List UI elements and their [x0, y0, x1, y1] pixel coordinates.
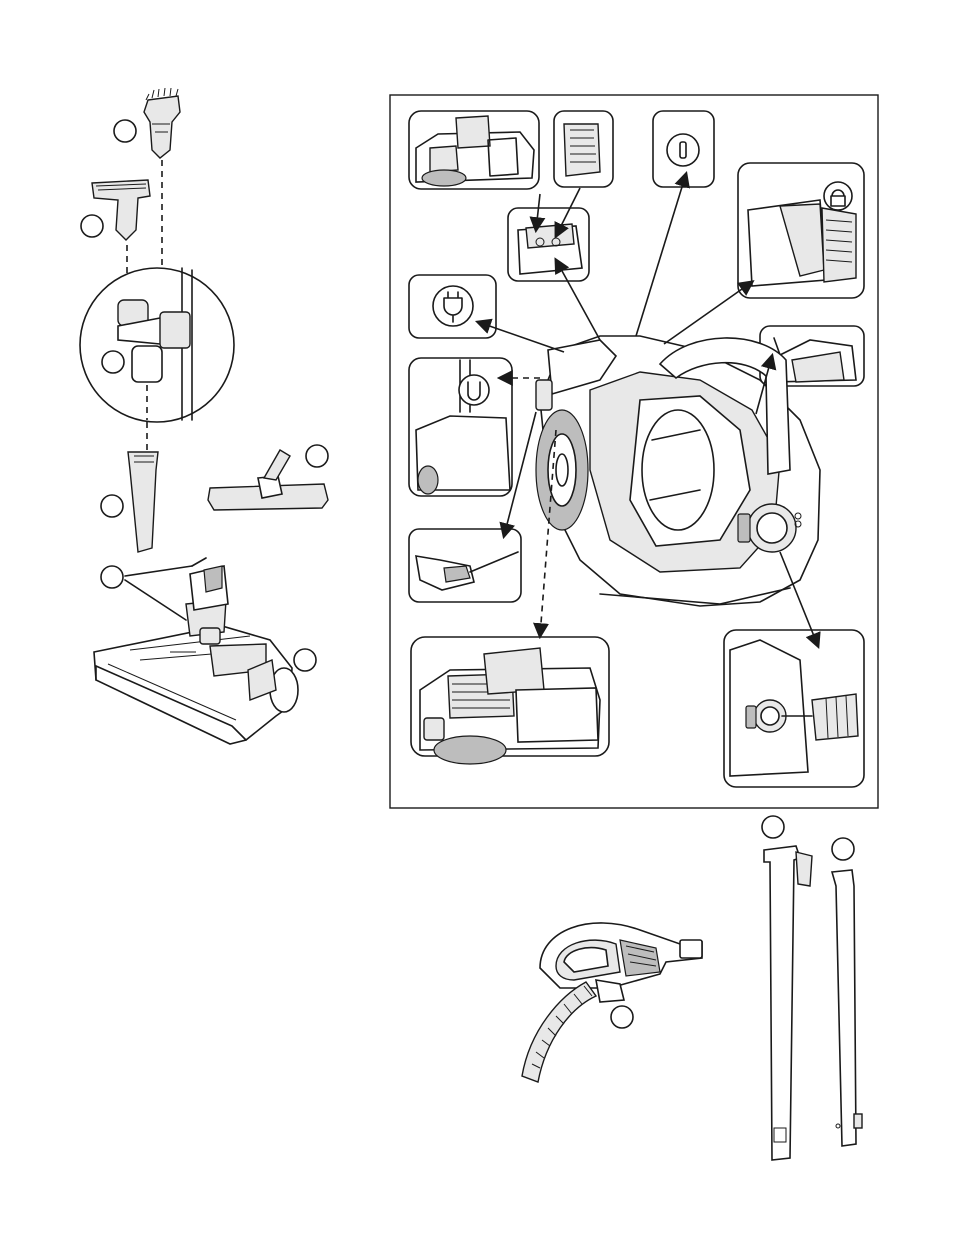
wand-lower [832, 870, 862, 1146]
tool-clip-detail [80, 268, 234, 422]
inset-switch-symbol [653, 111, 714, 187]
inset-hepa-filter [554, 111, 613, 187]
inset-dust-cup [411, 637, 609, 764]
inset-power-symbol [409, 275, 496, 338]
inset-filter-compartment [409, 111, 539, 189]
callout-upholstery-tool [81, 215, 103, 237]
crevice-tool [128, 452, 158, 552]
callout-power-nozzle-neck [101, 566, 123, 588]
inset-exhaust-filter [738, 163, 864, 298]
inset-filter-indicator [508, 208, 589, 281]
callout-wand-lower [832, 838, 854, 860]
inset-hose-connection [724, 630, 864, 787]
canister-vacuum [536, 336, 820, 606]
inset-cord-pull [409, 529, 521, 602]
callout-power-nozzle [294, 649, 316, 671]
callout-floor-tool [306, 445, 328, 467]
inset-cord-rewind [409, 358, 512, 496]
dusting-brush [144, 88, 180, 158]
callout-dusting-brush [114, 120, 136, 142]
power-nozzle [94, 566, 298, 744]
leader-power-nozzle-neck [125, 566, 192, 620]
callout-crevice-tool [101, 495, 123, 517]
callout-wand-upper [762, 816, 784, 838]
wand-upper [764, 846, 812, 1160]
callout-tool-clip [102, 351, 124, 373]
hose-handle [522, 923, 702, 1082]
callout-hose-handle [611, 1006, 633, 1028]
